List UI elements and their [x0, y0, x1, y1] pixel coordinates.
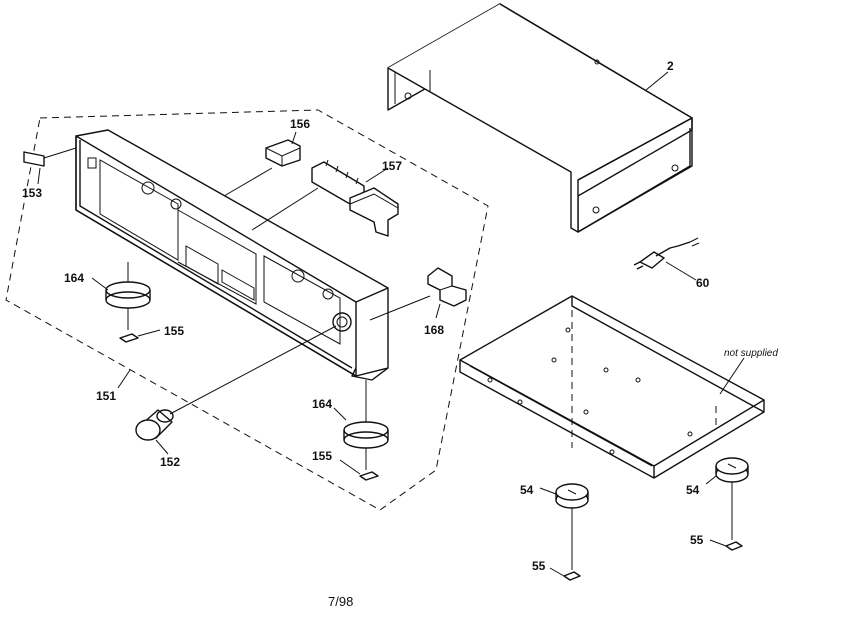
foot-part-54-left — [555, 483, 589, 570]
pad-part-155-right — [359, 471, 379, 481]
revision-date: 7/98 — [328, 594, 353, 609]
leader-155-right — [339, 459, 361, 475]
front-panel-part — [75, 129, 389, 381]
leader-156 — [291, 131, 297, 145]
not-supplied-note: not supplied — [724, 348, 778, 359]
leader-54-right — [705, 475, 717, 485]
label-156: 156 — [290, 117, 310, 131]
pad-part-55-left — [563, 571, 581, 581]
label-55-right: 55 — [690, 533, 704, 547]
leader-157 — [365, 167, 389, 183]
leader-55-right — [709, 539, 727, 547]
label-54-right: 54 — [686, 483, 700, 497]
label-151: 151 — [96, 389, 116, 403]
label-153: 153 — [22, 186, 42, 200]
label-164-left: 164 — [64, 271, 84, 285]
front-panel-assembly-boundary — [5, 109, 489, 511]
leader-164-left — [91, 277, 109, 291]
pad-part-55-right — [725, 541, 743, 551]
leader-151 — [117, 369, 131, 389]
knob-part-152 — [135, 409, 174, 441]
foot-ring-part-164-right — [343, 380, 389, 470]
foot-ring-part-164-left — [105, 262, 151, 330]
label-152: 152 — [160, 455, 180, 469]
label-60: 60 — [696, 276, 710, 290]
label-155-right: 155 — [312, 449, 332, 463]
leader-156-to-panel — [223, 167, 273, 197]
switch-part-168 — [427, 267, 467, 307]
label-2: 2 — [667, 59, 674, 73]
leader-54-left — [539, 487, 557, 495]
leader-55-left — [549, 567, 565, 577]
leader-157-to-panel — [251, 187, 319, 231]
leader-168 — [435, 303, 441, 319]
label-168: 168 — [424, 323, 444, 337]
label-55-left: 55 — [532, 559, 546, 573]
label-155-left: 155 — [164, 324, 184, 338]
label-164-right: 164 — [312, 397, 332, 411]
leader-2 — [645, 71, 669, 91]
pad-part-155-left — [119, 333, 139, 343]
foot-part-54-right — [715, 457, 749, 540]
label-157: 157 — [382, 159, 402, 173]
leader-155-left — [137, 329, 161, 337]
label-54-left: 54 — [520, 483, 534, 497]
leader-153 — [37, 147, 77, 185]
leader-not-supplied — [719, 357, 745, 395]
bottom-chassis-part — [459, 295, 765, 479]
leader-164-right — [333, 407, 347, 421]
leader-152 — [155, 439, 169, 455]
bracket-part-156 — [265, 139, 301, 167]
top-cover-part — [387, 3, 693, 233]
leader-168-to-panel — [369, 295, 431, 321]
switch-board-part-157 — [311, 159, 399, 237]
power-plug-part — [633, 237, 700, 270]
strip-part-153 — [23, 151, 45, 167]
leader-60 — [665, 261, 697, 281]
leader-152-to-panel — [169, 325, 337, 415]
